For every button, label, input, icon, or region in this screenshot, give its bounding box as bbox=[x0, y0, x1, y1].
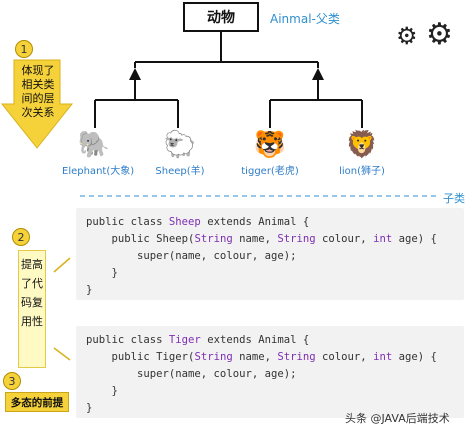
hierarchy-arrow bbox=[0, 59, 74, 149]
tiger-node: 🐯 tigger(老虎) bbox=[238, 130, 302, 177]
subclass-tag: 子类 bbox=[443, 192, 465, 205]
gear-icon: ⚙ bbox=[396, 22, 418, 50]
arrowhead-right bbox=[312, 68, 324, 80]
sheep-node: 🐑 Sheep(羊) bbox=[152, 130, 208, 177]
tiger-icon: 🐯 bbox=[253, 130, 287, 160]
elephant-label: Elephant(大象) bbox=[62, 166, 135, 177]
code-line: } bbox=[86, 284, 93, 296]
step-2-badge: 2 bbox=[12, 228, 30, 246]
reuse-note: 提高了代码复用性 bbox=[21, 258, 43, 328]
elephant-node: 🐘 Elephant(大象) bbox=[62, 130, 135, 177]
premise-note-box: 多态的前提 bbox=[5, 392, 69, 412]
hierarchy-note: 体现了相关类间的层次关系 bbox=[21, 64, 55, 119]
sheep-label: Sheep(羊) bbox=[155, 166, 205, 177]
lion-node: 🦁 lion(狮子) bbox=[330, 130, 394, 177]
reuse-bracket-bottom bbox=[53, 347, 71, 361]
code-line: } bbox=[86, 385, 118, 397]
watermark: 头条 @JAVA后端技术 bbox=[345, 412, 450, 425]
tiger-code-block: public class Tiger extends Animal { publ… bbox=[76, 326, 464, 418]
code-line: public Sheep(String name, String colour,… bbox=[86, 233, 437, 245]
gear-icon: ⚙ bbox=[426, 17, 453, 52]
sheep-code-block: public class Sheep extends Animal { publ… bbox=[76, 208, 464, 300]
arrowhead-left bbox=[129, 68, 141, 80]
sheep-icon: 🐑 bbox=[163, 130, 197, 160]
lion-icon: 🦁 bbox=[345, 130, 379, 160]
code-line: super(name, colour, age); bbox=[86, 368, 297, 380]
premise-note: 多态的前提 bbox=[10, 396, 64, 409]
code-line: public Tiger(String name, String colour,… bbox=[86, 351, 437, 363]
step-3-badge: 3 bbox=[3, 372, 21, 390]
elephant-icon: 🐘 bbox=[77, 130, 111, 160]
code-line: super(name, colour, age); bbox=[86, 250, 297, 262]
parent-class-tag: Ainmal-父类 bbox=[270, 12, 340, 26]
code-line: } bbox=[86, 402, 93, 414]
code-line: public class Tiger extends Animal { bbox=[86, 334, 310, 346]
animal-root-label: 动物 bbox=[207, 10, 235, 26]
lion-label: lion(狮子) bbox=[339, 166, 385, 177]
tiger-label: tigger(老虎) bbox=[241, 166, 299, 177]
reuse-bracket-top bbox=[53, 257, 71, 273]
code-line: public class Sheep extends Animal { bbox=[86, 216, 310, 228]
code-line: } bbox=[86, 267, 118, 279]
animal-root-box: 动物 bbox=[183, 2, 259, 32]
reuse-note-box: 提高了代码复用性 bbox=[18, 250, 46, 368]
step-1-badge: 1 bbox=[15, 40, 33, 58]
